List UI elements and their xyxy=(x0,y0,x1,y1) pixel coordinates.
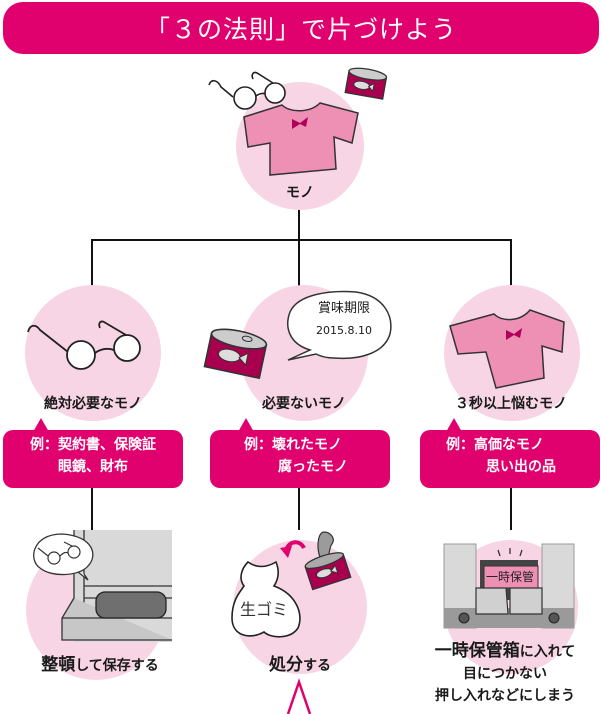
example-line: 例：高価なモノ xyxy=(446,437,544,453)
connector-right-down xyxy=(510,239,512,289)
result-keyword: 整頓 xyxy=(41,655,76,675)
garbage-bag-icon xyxy=(231,560,301,638)
result-temp-storage: 一時保管箱に入れて 目につかない 押し入れなどにしまう xyxy=(408,640,602,707)
category-label-undecided: ３秒以上悩むモノ xyxy=(455,396,567,412)
curved-arrow-icon xyxy=(280,540,306,558)
t-shirt-icon xyxy=(449,309,565,389)
category-label-unnecessary: 必要ないモノ xyxy=(262,396,346,412)
page-title: 「３の法則」で片づけよう xyxy=(144,15,457,44)
result-text: に入れて xyxy=(519,644,576,660)
result-dispose: 処分する xyxy=(220,650,380,675)
speech-bubble xyxy=(287,290,392,361)
glasses-icon xyxy=(27,320,141,370)
example-line: 眼鏡、財布 xyxy=(58,459,128,475)
best-before-date: 2015.8.10 xyxy=(316,324,372,337)
next-arrow-tip xyxy=(286,678,312,714)
example-callout-necessary: 例：契約書、保険証 眼鏡、財布 xyxy=(3,430,183,488)
opened-fish-can-icon xyxy=(304,531,352,591)
callout-pointer xyxy=(33,418,49,432)
connector-left-down xyxy=(91,239,93,289)
result-text-line3: 押し入れなどにしまう xyxy=(435,688,575,704)
garbage-bag-label: 生ゴミ xyxy=(240,600,289,619)
title-banner: 「３の法則」で片づけよう xyxy=(3,2,599,54)
result-text: する xyxy=(303,658,331,674)
t-shirt-icon xyxy=(243,102,359,176)
category-label-necessary: 絶対必要なモノ xyxy=(44,396,142,412)
result-text-line2: 目につかない xyxy=(463,666,547,682)
result-text: して保存する xyxy=(75,658,159,674)
example-line: 腐ったモノ xyxy=(278,459,348,475)
drawer-with-glasses-icon xyxy=(33,530,172,642)
closet-storage-box-icon xyxy=(443,543,575,629)
storage-box-label: 一時保管 xyxy=(486,570,535,584)
connector-root-down xyxy=(298,200,300,242)
speech-bubble-text: 賞味期限 2015.8.10 xyxy=(298,298,390,342)
result-keyword: 一時保管箱 xyxy=(434,641,520,661)
connector-result-right xyxy=(510,488,512,530)
connector-center-down xyxy=(298,239,300,289)
example-line: 思い出の品 xyxy=(486,459,556,475)
example-callout-undecided: 例：高価なモノ 思い出の品 xyxy=(420,430,600,488)
result-keyword: 処分 xyxy=(269,655,303,675)
example-callout-unnecessary: 例：壊れたモノ 腐ったモノ xyxy=(210,430,390,488)
connector-horizontal xyxy=(91,239,512,241)
best-before-label: 賞味期限 xyxy=(317,301,370,316)
fish-can-icon xyxy=(344,67,388,100)
example-line: 例：壊れたモノ xyxy=(244,437,342,453)
example-line: 例：契約書、保険証 xyxy=(30,437,156,453)
callout-pointer xyxy=(238,418,254,432)
connector-result-left xyxy=(91,488,93,530)
connector-result-center xyxy=(298,488,300,530)
glasses-icon xyxy=(208,71,286,110)
root-label: モノ xyxy=(286,185,314,201)
fish-can-icon xyxy=(203,328,268,380)
callout-pointer xyxy=(446,418,462,432)
result-store: 整頓して保存する xyxy=(10,650,190,675)
